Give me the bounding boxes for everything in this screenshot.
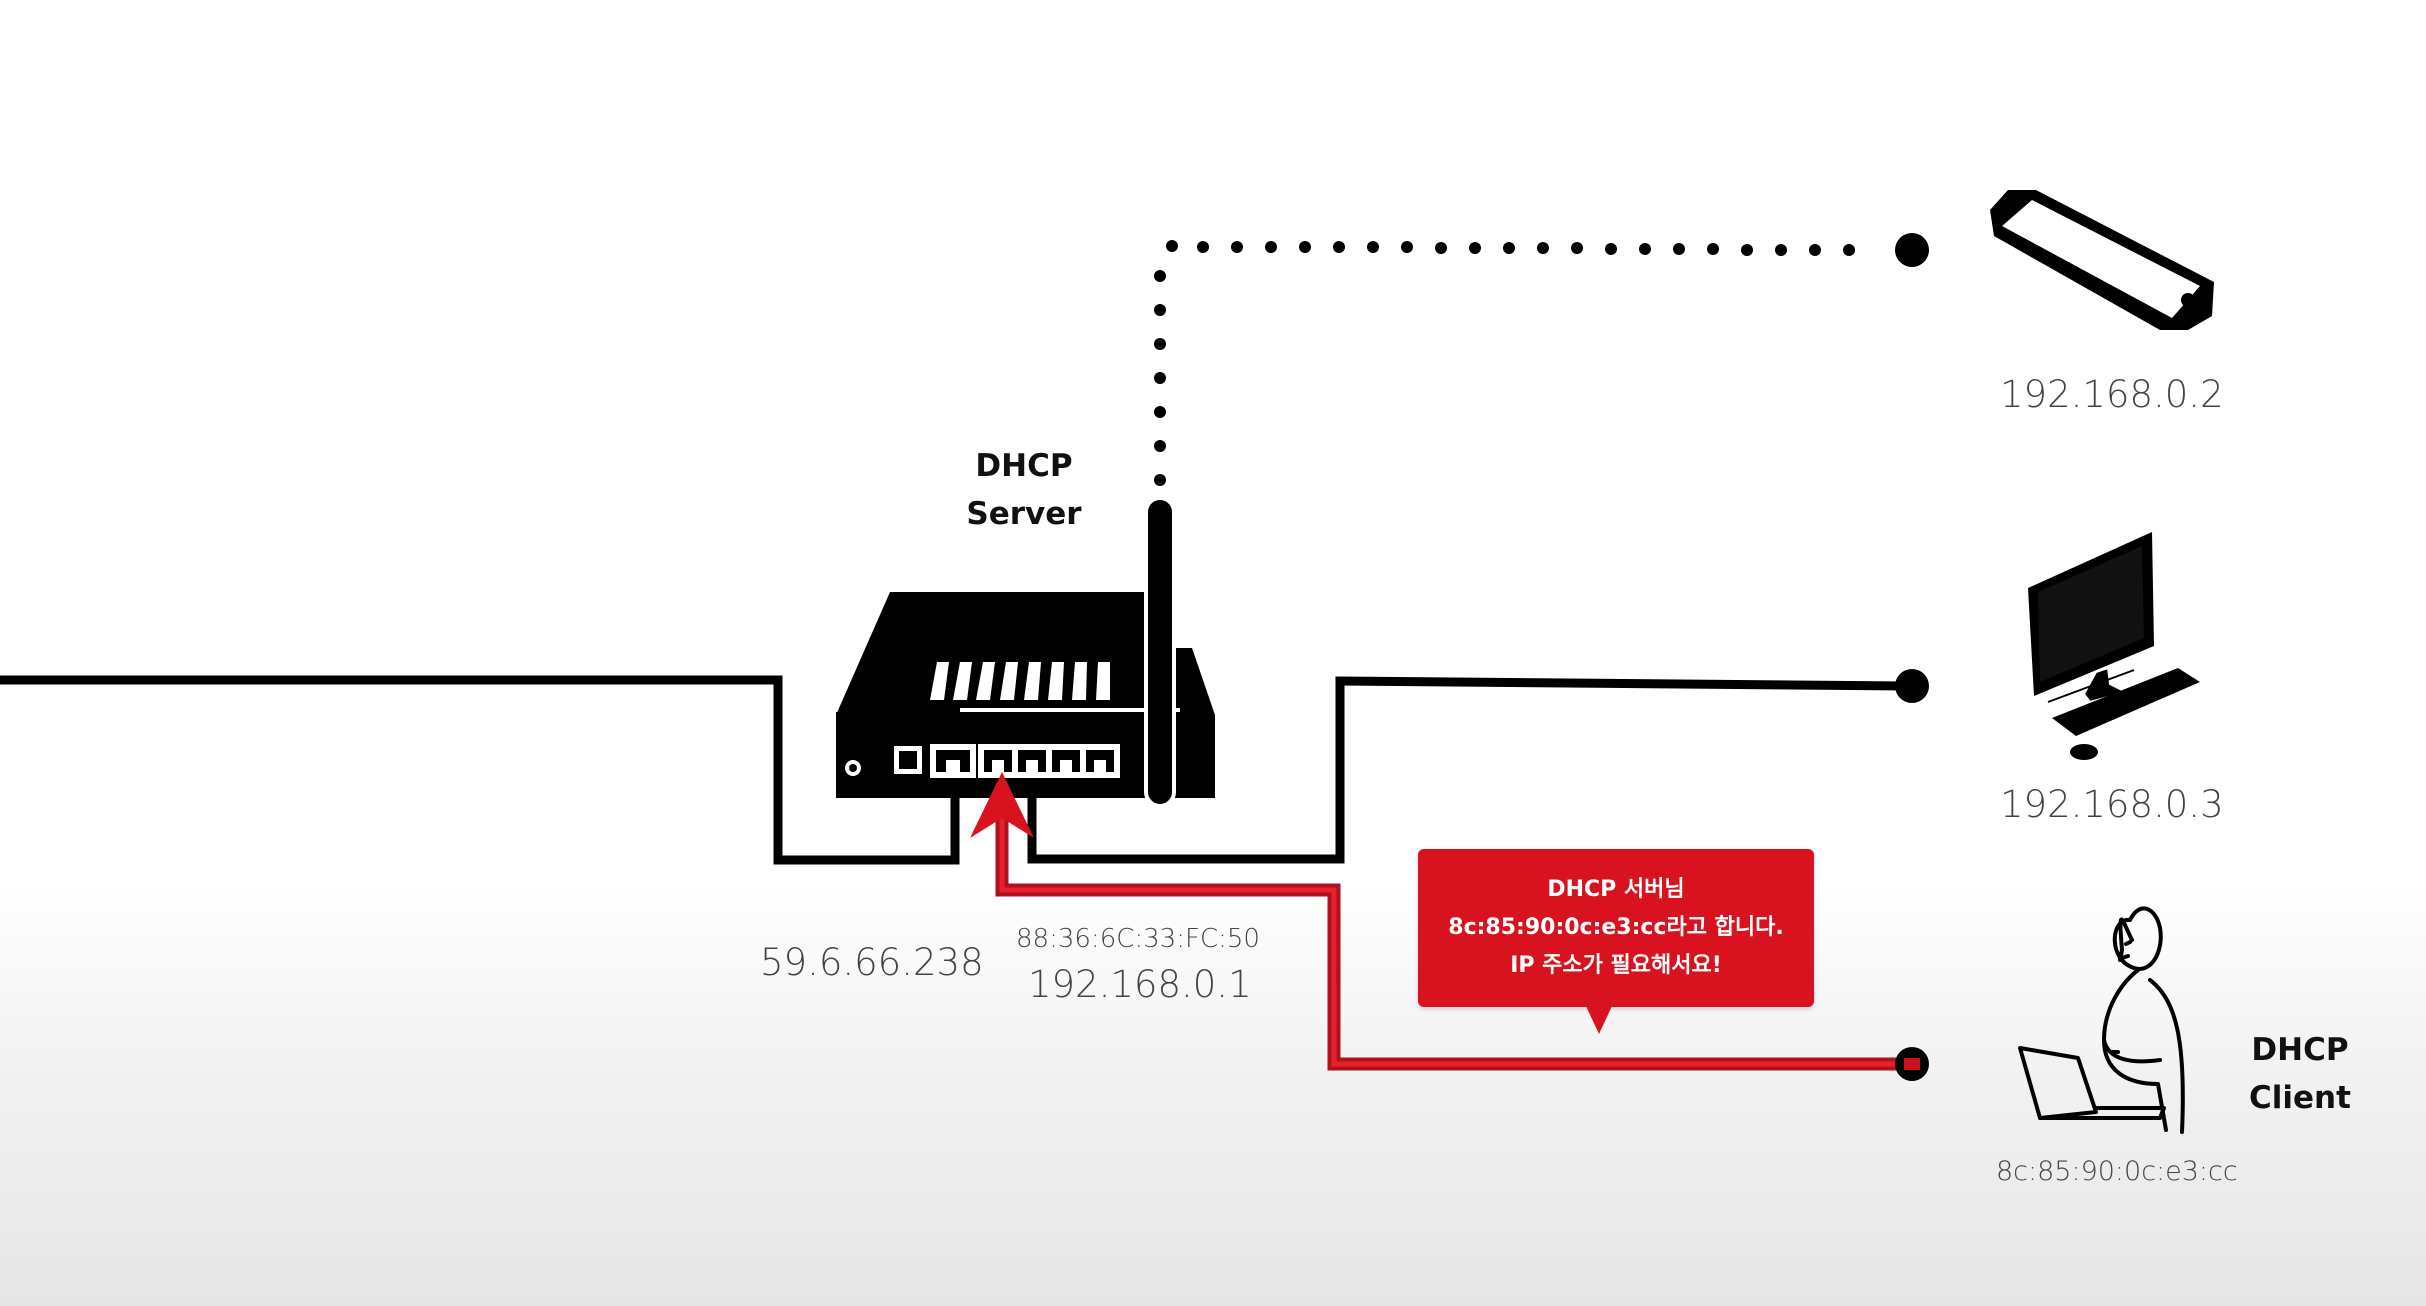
desktop-computer-icon: [2028, 532, 2200, 760]
router-icon: [836, 592, 1215, 798]
wan-ip-label: 59.6.66.238: [760, 941, 984, 984]
client-mac-label: 8c:85:90:0c:e3:cc: [1996, 1156, 2238, 1187]
phone-ip-label: 192.168.0.2: [2000, 373, 2224, 416]
bubble-line1: DHCP 서버님: [1547, 877, 1685, 902]
dhcp-client-title-line2: Client: [2249, 1080, 2351, 1116]
bubble-line3: IP 주소가 필요해서요!: [1510, 953, 1722, 978]
smartphone-icon: [1990, 190, 2214, 330]
dhcp-request-speech-bubble: DHCP 서버님 8c:85:90:0c:e3:cc라고 합니다. IP 주소가…: [1418, 849, 1814, 1007]
lan-cable-desktop: [1027, 676, 1913, 864]
server-lan-ip-label: 192.168.0.1: [1028, 963, 1252, 1006]
laptop-user-icon: [2018, 906, 2185, 1134]
desktop-ip-label: 192.168.0.3: [2000, 783, 2224, 826]
wireless-link-dotted: [1154, 240, 1855, 486]
bubble-line2: 8c:85:90:0c:e3:cc라고 합니다.: [1448, 915, 1784, 940]
phone-endpoint-dot: [1895, 233, 1929, 267]
dhcp-request-arrowhead: [970, 772, 1034, 838]
desktop-endpoint-dot: [1895, 669, 1929, 703]
dhcp-client-title: DHCP Client: [2226, 1026, 2374, 1122]
dhcp-server-title-line2: Server: [966, 496, 1082, 532]
dhcp-client-title-line1: DHCP: [2251, 1032, 2349, 1068]
dhcp-server-title: DHCP Server: [954, 442, 1094, 538]
server-mac-label: 88:36:6C:33:FC:50: [1016, 924, 1260, 954]
dhcp-server-title-line1: DHCP: [975, 448, 1073, 484]
wan-cable: [0, 675, 960, 865]
router-antenna: [1144, 496, 1176, 808]
speech-bubble-tail: [1586, 1006, 1612, 1034]
